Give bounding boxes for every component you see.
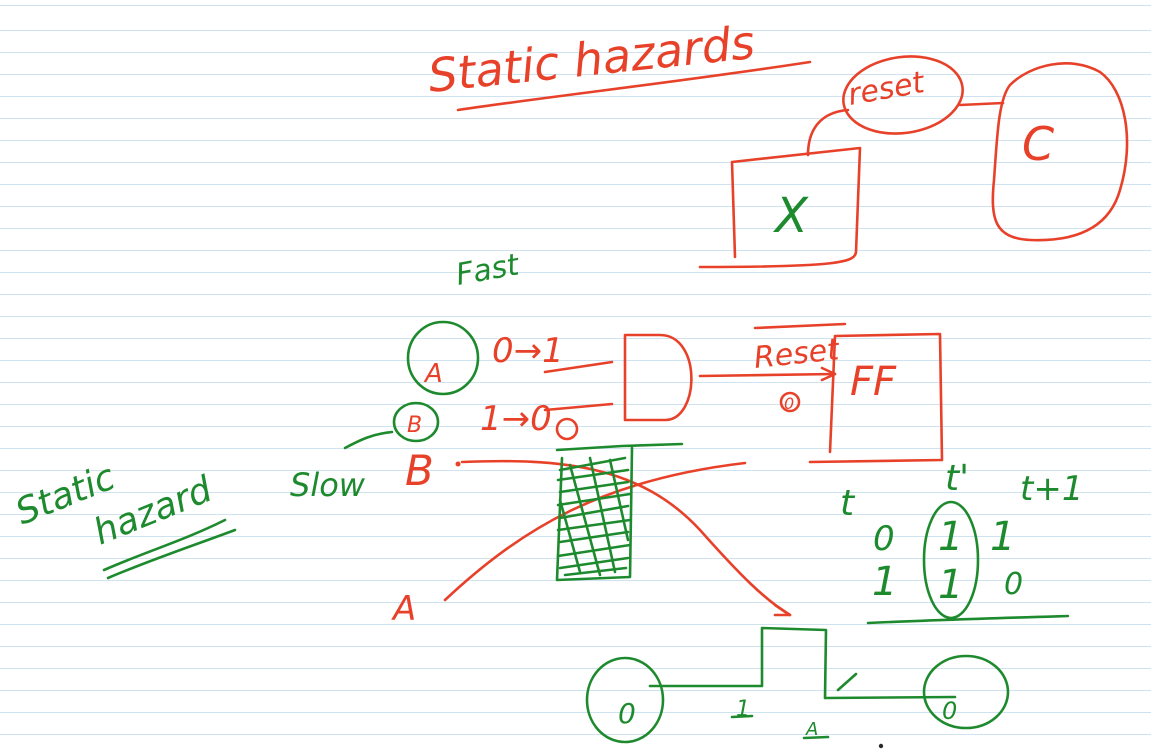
input-b-circle: [392, 401, 440, 443]
b-transition-label: 1→0: [480, 399, 552, 439]
waveform-a-label: A: [391, 589, 416, 629]
pulse-low-left: 0: [618, 697, 636, 730]
reset-value-label: 0: [784, 394, 794, 413]
reset-label: reset: [845, 65, 928, 113]
reset-wire-label-bar: [753, 322, 847, 330]
ff-block: [808, 332, 944, 464]
time-t-plus-1: t+1: [1020, 469, 1083, 509]
waveform-b-arrow: [773, 603, 792, 617]
row2-col3: 0: [1004, 567, 1023, 602]
side-title-underline-2: [106, 528, 237, 580]
pulse-mark-label: A: [805, 719, 818, 740]
timing-table-underline: [866, 614, 1070, 625]
input-b-label: B: [407, 413, 422, 438]
waveform-b-label: B: [405, 446, 434, 495]
pulse-left-circle: [585, 656, 665, 744]
pulse-high-underline: [730, 714, 754, 719]
fast-label: Fast: [453, 247, 522, 293]
block-x-outline: [698, 146, 862, 269]
row2-col2: 1: [938, 562, 963, 608]
reset-to-x-connector: [806, 108, 850, 157]
gate-to-ff-wire: [698, 372, 837, 378]
pulse-right-circle: [922, 654, 1010, 730]
waveform-a-curve: [443, 461, 747, 602]
time-t-prime: t': [945, 458, 969, 499]
pulse-low-right: 0: [942, 697, 957, 725]
input-b-wire: [543, 402, 614, 412]
pulse-mark-underline: [802, 735, 830, 740]
ff-label: FF: [850, 359, 897, 405]
and-gate: [623, 333, 693, 422]
pen-dot: [878, 743, 884, 749]
hazard-region-hatch: [556, 456, 632, 577]
pulse-slash: [836, 672, 858, 692]
reset-bubble: [842, 55, 964, 135]
block-c-outline: [991, 62, 1129, 242]
reset-to-c-connector: [958, 101, 1005, 107]
t-prime-column-circle: [922, 500, 980, 620]
block-x-label: X: [772, 188, 809, 244]
side-title-underline-1: [102, 518, 227, 572]
row2-col1: 1: [872, 559, 897, 605]
input-a-label: A: [423, 359, 443, 389]
waveform-b-dot: [455, 461, 461, 467]
pulse-waveform: [648, 626, 957, 700]
row1-col2: 1: [938, 514, 963, 560]
gate-to-ff-arrow: [820, 366, 837, 382]
a-transition-label: 0→1: [492, 331, 564, 371]
waveform-b-curve: [460, 459, 792, 617]
reset-value-circle: [779, 391, 801, 413]
b-zero-circle: [555, 417, 579, 441]
pulse-high-label: 1: [736, 697, 750, 722]
time-t: t: [840, 483, 856, 524]
row1-col1: 0: [873, 519, 895, 559]
slow-pointer: [343, 430, 394, 450]
slow-label: Slow: [290, 466, 366, 504]
title-text: Static hazards: [426, 15, 758, 103]
input-a-circle: [406, 320, 480, 396]
title-underline: [456, 60, 812, 112]
input-a-wire: [543, 360, 614, 374]
row1-col3: 1: [990, 514, 1015, 560]
reset-wire-label: Reset: [752, 332, 842, 376]
block-c-label: C: [1022, 117, 1054, 171]
